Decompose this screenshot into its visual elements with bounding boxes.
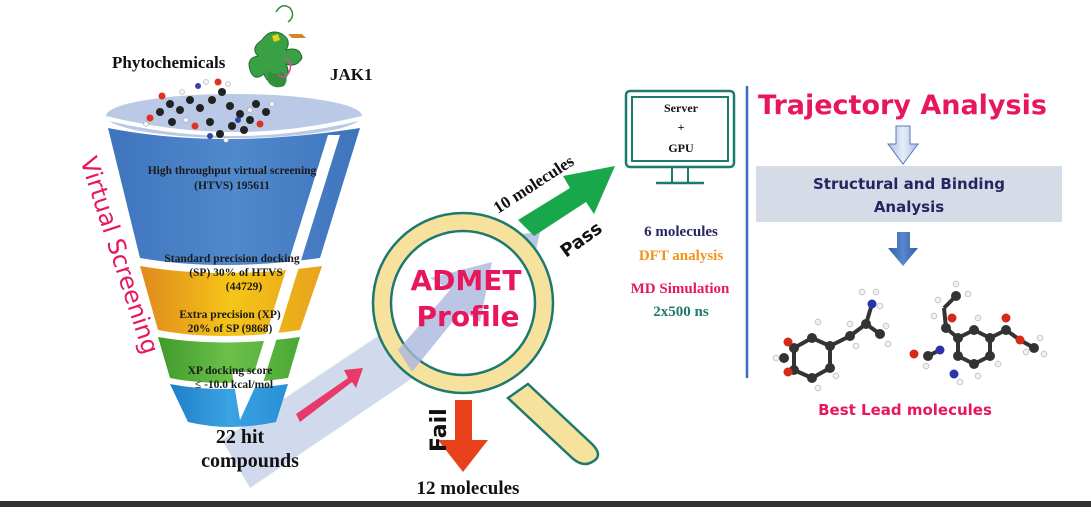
- xp-line2: 20% of SP (9868): [188, 323, 273, 335]
- screening-funnel: [105, 94, 363, 427]
- fail-count: 12 molecules: [417, 478, 520, 499]
- funnel-top: [106, 94, 362, 138]
- score-line2: ≤ -10.0 kcal/mol: [195, 379, 273, 391]
- trajectory-title: Trajectory Analysis: [758, 90, 1047, 121]
- phytochemical-molecules: [143, 78, 275, 143]
- fail-label: Fail: [427, 408, 452, 452]
- md-simulation: MD Simulation: [631, 281, 730, 297]
- analysis-box: [756, 166, 1062, 222]
- admet-magnifier: [371, 211, 600, 466]
- funnel-stripe: [250, 135, 340, 386]
- md-time: 2x500 ns: [653, 304, 709, 320]
- sp-line2: (SP) 30% of HTVS: [189, 267, 283, 279]
- lead-molecule-2: [909, 280, 1048, 386]
- arrow-down-dark-icon: [888, 232, 918, 266]
- jak1-label: JAK1: [330, 65, 373, 84]
- server-line3: GPU: [668, 141, 694, 155]
- hit-count-line1: 22 hit: [216, 426, 265, 448]
- htvs-line1: High throughput virtual screening: [148, 165, 317, 177]
- dft-analysis: DFT analysis: [639, 248, 723, 264]
- admet-line2: Profile: [417, 300, 520, 333]
- server-line2: +: [678, 120, 685, 134]
- server-monitor-icon: [624, 89, 736, 185]
- fail-arrow: [438, 400, 488, 472]
- score-line1: XP docking score: [188, 365, 273, 377]
- best-lead-label: Best Lead molecules: [818, 401, 992, 419]
- funnel-stage-score: [170, 384, 288, 427]
- analysis-box-line1: Structural and Binding: [813, 175, 1005, 193]
- server-line1: Server: [664, 101, 699, 115]
- phytochemicals-label: Phytochemicals: [112, 53, 226, 72]
- admet-line1: ADMET: [410, 264, 521, 297]
- funnel-stage-htvs: [108, 128, 360, 265]
- htvs-line2: (HTVS) 195611: [194, 180, 270, 192]
- analysis-box-line2: Analysis: [874, 198, 944, 216]
- arrow-down-light-icon: [887, 125, 919, 165]
- six-molecules: 6 molecules: [644, 224, 718, 240]
- hit-count-line2: compounds: [201, 450, 299, 472]
- pass-arrow: [518, 166, 615, 236]
- lead-molecule-1: [772, 288, 892, 392]
- bottom-border: [0, 501, 1091, 507]
- sp-line1: Standard precision docking: [164, 253, 300, 265]
- jak1-protein: [248, 5, 306, 88]
- xp-line1: Extra precision (XP): [179, 309, 281, 321]
- pass-label: Pass: [557, 218, 607, 262]
- sp-line3: (44729): [226, 281, 263, 293]
- to-admet-arrow: [296, 368, 363, 422]
